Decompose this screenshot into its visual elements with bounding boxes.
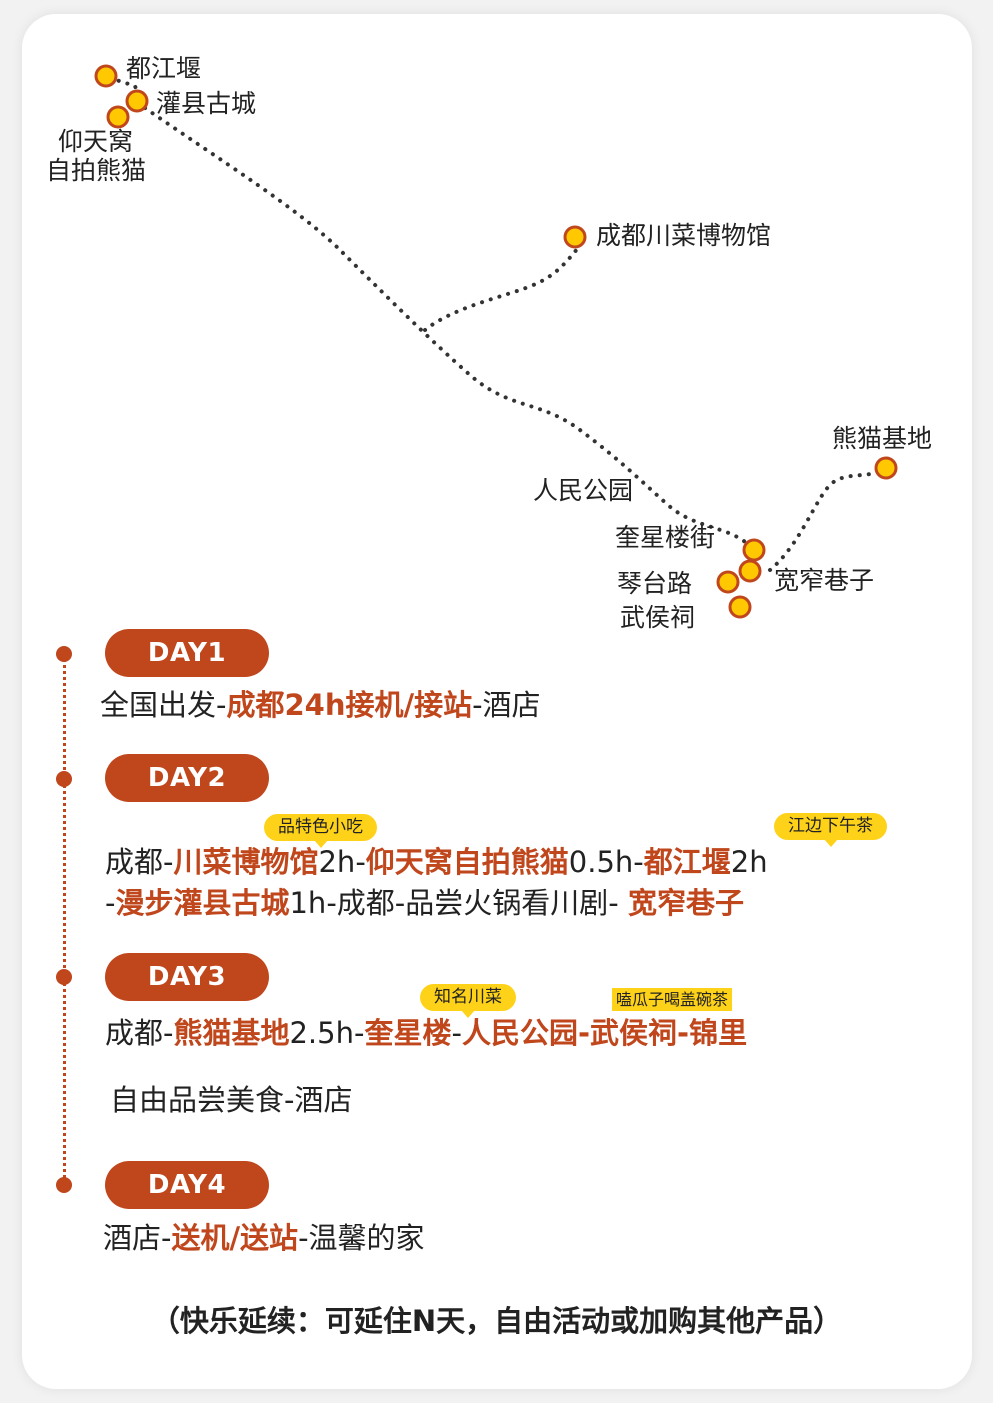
day2-line-2: -漫步灌县古城1h-成都-品尝火锅看川剧- 宽窄巷子 — [105, 886, 744, 920]
marker-guanxian — [125, 89, 149, 113]
extension-note: （快乐延续：可延住N天，自由活动或加购其他产品） — [150, 1304, 843, 1338]
marker-panda-base — [874, 456, 898, 480]
route-museum-branch — [423, 246, 580, 332]
itinerary-card — [22, 14, 972, 1389]
marker-wuhou — [728, 595, 752, 619]
route-paths — [108, 76, 887, 572]
route-panda-branch — [768, 466, 887, 572]
marker-yangtianwo — [106, 105, 130, 129]
marker-kuanzhai — [738, 559, 762, 583]
timeline-dot-day1 — [56, 646, 72, 662]
place-label-yangtianwo-1: 仰天窝 — [58, 127, 134, 156]
route-map — [94, 64, 898, 619]
timeline-dot-day2 — [56, 771, 72, 787]
place-label-museum: 成都川菜博物馆 — [596, 221, 772, 250]
day2-line-1: 成都-川菜博物馆2h-仰天窝自拍熊猫0.5h-都江堰2h — [105, 845, 768, 879]
place-label-yangtianwo-2: 自拍熊猫 — [46, 156, 147, 185]
day1-line: 全国出发-成都24h接机/接站-酒店 — [100, 688, 541, 722]
day1-badge: DAY1 — [105, 629, 269, 677]
day2-tag-snacks: 品特色小吃 — [264, 814, 377, 849]
day3-tag-tea: 嗑瓜子喝盖碗茶 — [612, 988, 733, 1012]
place-label-kuixing: 奎星楼街 — [615, 523, 716, 552]
marker-kuixing — [742, 538, 766, 562]
day4-badge: DAY4 — [105, 1161, 269, 1209]
timeline-dot-day3 — [56, 969, 72, 985]
place-label-peoples-park: 人民公园 — [533, 476, 634, 505]
place-label-guanxian: 灌县古城 — [156, 89, 257, 118]
day4-line: 酒店-送机/送站-温馨的家 — [103, 1221, 425, 1255]
marker-museum — [563, 225, 587, 249]
place-label-wuhou: 武侯祠 — [620, 603, 696, 632]
place-label-kuanzhai: 宽窄巷子 — [774, 566, 875, 595]
marker-qintai — [716, 570, 740, 594]
day2-badge: DAY2 — [105, 754, 269, 802]
place-label-dujiangyan: 都江堰 — [126, 54, 202, 83]
marker-dujiangyan — [94, 64, 118, 88]
day3-tag-sichuan-food: 知名川菜 — [420, 984, 516, 1019]
timeline-line — [63, 652, 66, 1184]
timeline-dot-day4 — [56, 1177, 72, 1193]
place-label-panda-base: 熊猫基地 — [832, 424, 933, 453]
day2-tag-tea: 江边下午茶 — [774, 813, 887, 848]
place-markers — [94, 64, 898, 619]
day3-line-1: 成都-熊猫基地2.5h-奎星楼-人民公园-武侯祠-锦里 — [105, 1016, 748, 1050]
route-west-trunk — [143, 106, 754, 550]
day3-line-2: 自由品尝美食-酒店 — [110, 1083, 353, 1117]
day3-badge: DAY3 — [105, 953, 269, 1001]
place-label-qintai: 琴台路 — [617, 569, 693, 598]
